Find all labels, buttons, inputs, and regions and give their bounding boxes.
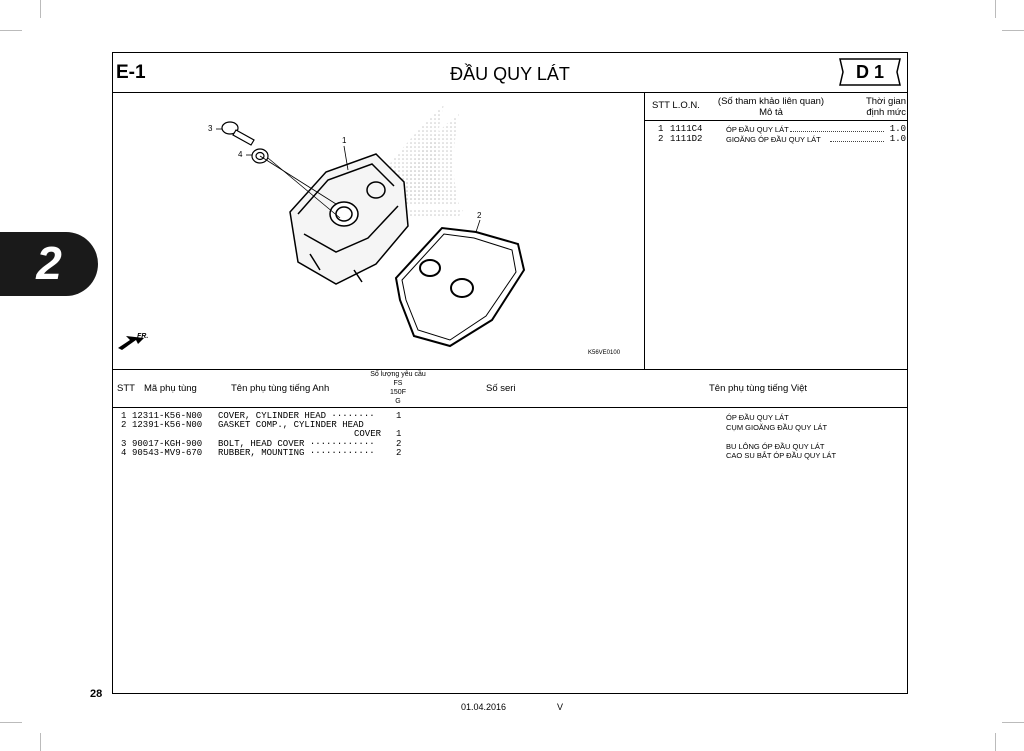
- part-row-name-vi: CAO SU BẮT ÓP ĐẦU QUY LÁT: [726, 451, 837, 460]
- head-cover-bolt: [221, 121, 255, 146]
- callout-2: 2: [477, 211, 482, 220]
- footer-version: V: [557, 702, 564, 712]
- part-row-qty: 1: [396, 411, 402, 421]
- cylinder-head-cover: [289, 153, 409, 285]
- front-arrow-icon: [118, 336, 144, 350]
- part-row-name-vi: ÓP ĐẦU QUY LÁT: [726, 413, 789, 422]
- labor-row-time: 1.0: [889, 134, 906, 144]
- parts-col-qty-1: Số lượng yêu cầu: [370, 371, 426, 378]
- part-row-qty: 1: [396, 429, 402, 439]
- labor-row-code: 1111D2: [670, 134, 703, 144]
- parts-col-qty-3: 150F: [390, 389, 406, 396]
- part-row-part-no: 12311-K56-N00: [132, 411, 203, 421]
- crop-mark: [0, 722, 22, 723]
- page-title: ĐẦU QUY LÁT: [450, 64, 570, 84]
- part-row-name-en: GASKET COMP., CYLINDER HEAD: [218, 420, 364, 430]
- part-row-no: 1: [121, 411, 127, 421]
- labor-col-desc-1: (Số tham khảo liên quan): [717, 96, 825, 107]
- parts-col-qty-2: FS: [393, 380, 403, 387]
- crop-mark: [40, 733, 41, 751]
- leader-dots: [790, 131, 884, 132]
- part-row-name-en-cont: COVER: [354, 429, 382, 439]
- parts-col-part-no: Mã phụ tùng: [144, 383, 197, 394]
- crop-mark: [1002, 30, 1024, 31]
- section-badge: D 1: [855, 62, 884, 82]
- crop-mark: [40, 0, 41, 18]
- diagram-ref-code: K56VE0100: [588, 350, 621, 356]
- labor-header-divider: [644, 120, 908, 121]
- parts-header-divider: [112, 407, 908, 408]
- part-row-qty: 2: [396, 439, 402, 449]
- labor-row-time: 1.0: [889, 124, 906, 134]
- callout-1: 1: [342, 136, 347, 145]
- part-row-no: 2: [121, 420, 127, 430]
- crop-mark: [995, 0, 996, 18]
- labor-column-divider: [644, 92, 645, 369]
- parts-col-qty-4: G: [395, 398, 401, 405]
- callout-3: 3: [208, 124, 213, 133]
- parts-col-stt: STT: [117, 383, 135, 394]
- part-row-part-no: 12391-K56-N00: [132, 420, 203, 430]
- parts-col-name-vi: Tên phụ tùng tiếng Việt: [709, 383, 808, 394]
- part-row-part-no: 90543-MV9-670: [132, 448, 203, 458]
- labor-col-stt-lon: STT L.O.N.: [652, 100, 700, 111]
- diagram-divider: [112, 369, 908, 370]
- chapter-tab-number: 2: [36, 237, 62, 289]
- exploded-parts-diagram: [118, 104, 526, 350]
- page-frame: [112, 52, 908, 694]
- part-row-name-vi: CỤM GIOĂNG ĐẦU QUY LÁT: [726, 423, 828, 432]
- callout-leaders: [216, 128, 481, 233]
- labor-col-time-1: Thời gian: [865, 96, 906, 107]
- cover-gasket: [394, 226, 526, 348]
- front-label: FR.: [137, 333, 149, 340]
- crop-mark: [995, 733, 996, 751]
- labor-row-code: 1111C4: [670, 124, 703, 134]
- labor-row-desc: ÓP ĐẦU QUY LÁT: [726, 125, 789, 134]
- page-number: 28: [90, 688, 103, 700]
- part-row-part-no: 90017-KGH-900: [132, 439, 203, 449]
- labor-row-desc: GIOĂNG ÓP ĐẦU QUY LÁT: [726, 135, 821, 144]
- part-row-no: 3: [121, 439, 127, 449]
- labor-col-time-2: định mức: [866, 107, 906, 118]
- footer-date: 01.04.2016: [461, 702, 507, 712]
- leader-dots: [830, 141, 884, 142]
- header-divider: [112, 92, 908, 93]
- part-row-name-en: COVER, CYLINDER HEAD ········: [218, 411, 375, 421]
- part-row-name-en: RUBBER, MOUNTING ············: [218, 448, 375, 458]
- parts-col-name-en: Tên phụ tùng tiếng Anh: [231, 383, 330, 394]
- part-row-name-vi: BU LÔNG ÓP ĐẦU QUY LÁT: [726, 442, 825, 451]
- labor-row-no: 1: [658, 124, 664, 134]
- part-row-no: 4: [121, 448, 127, 458]
- parts-col-serial: Số seri: [486, 383, 516, 394]
- labor-col-desc-2: Mô tả: [759, 107, 783, 118]
- part-row-name-en: BOLT, HEAD COVER ············: [218, 439, 375, 449]
- crop-mark: [0, 30, 22, 31]
- chapter-tab: [0, 232, 98, 296]
- labor-row-no: 2: [658, 134, 664, 144]
- section-code: E-1: [116, 62, 146, 83]
- section-badge-frame: [839, 58, 901, 86]
- part-row-qty: 2: [396, 448, 402, 458]
- crop-mark: [1002, 722, 1024, 723]
- callout-4: 4: [238, 150, 243, 159]
